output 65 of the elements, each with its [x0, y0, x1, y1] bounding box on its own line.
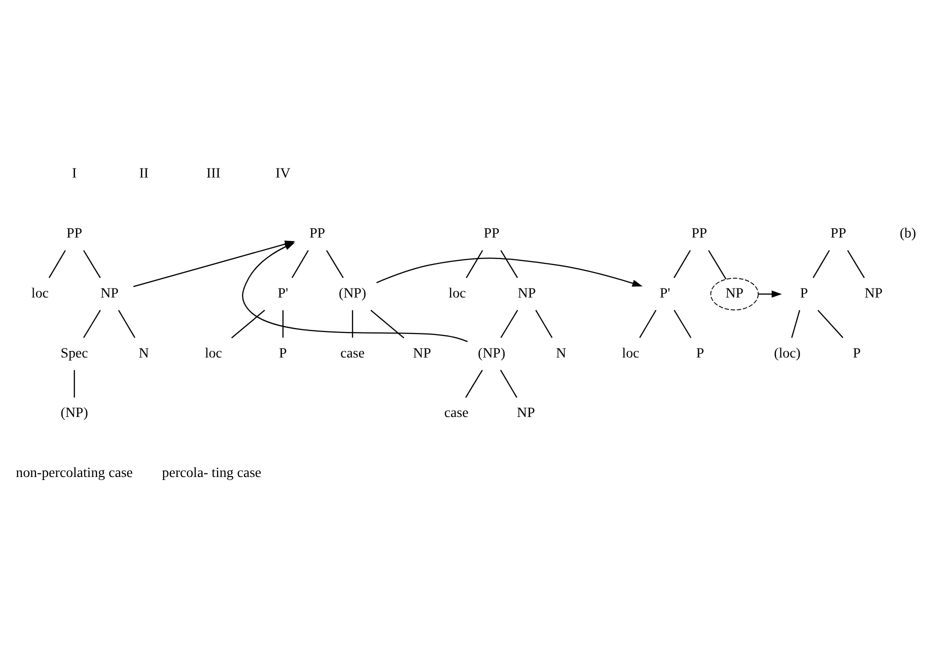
node-text: NP [518, 285, 536, 302]
connector [791, 310, 800, 338]
connector [465, 370, 483, 398]
node-text: loc [204, 345, 222, 362]
node-text: NP [864, 285, 883, 302]
arrow [242, 242, 468, 342]
label: percola- ting case [162, 464, 262, 481]
node-text: (NP) [338, 285, 366, 302]
connector [500, 310, 518, 338]
connector [74, 370, 75, 398]
connector [812, 250, 830, 278]
connector [118, 310, 136, 338]
connector [370, 310, 404, 338]
node-text: PP [484, 226, 500, 242]
node-text: N [556, 345, 566, 362]
node-text: N [138, 345, 149, 362]
label: I [72, 166, 77, 182]
node-text: PP [830, 226, 846, 242]
node-text: loc [448, 285, 466, 302]
label: non-percolating case [16, 464, 133, 481]
node-text: NP [516, 405, 535, 422]
node-text: NP [100, 285, 119, 302]
node-text: P' [660, 285, 670, 302]
connector [535, 310, 553, 338]
node-text: Spec [60, 345, 88, 362]
connector [352, 310, 354, 338]
arrow [376, 258, 643, 287]
node-text: P' [278, 285, 288, 302]
node-text: NP [413, 345, 432, 362]
node-text: loc [622, 345, 640, 362]
node-text: PP [309, 226, 326, 242]
node-text: (NP) [478, 345, 506, 362]
node-text: P [800, 285, 808, 302]
connector [674, 310, 692, 338]
connector [326, 250, 344, 278]
node-text: loc [31, 285, 49, 302]
connector [500, 370, 518, 398]
connector [282, 310, 284, 338]
connector [818, 310, 844, 338]
node-text: P [279, 345, 287, 362]
node-text: PP [66, 226, 82, 242]
node-ellipse: NP [710, 278, 759, 310]
label: II [139, 166, 149, 182]
connector [292, 250, 309, 278]
connector [674, 250, 691, 278]
connector [847, 250, 865, 278]
connector [708, 250, 726, 280]
node-text: P [696, 345, 704, 362]
node-text: case [444, 405, 468, 422]
connector [466, 250, 484, 278]
connector [639, 310, 656, 338]
connector [231, 310, 266, 338]
label: (b) [900, 226, 916, 242]
label: III [206, 166, 220, 182]
node-text: PP [691, 226, 708, 242]
connector [500, 250, 518, 278]
connector [83, 310, 101, 338]
label: IV [276, 166, 290, 182]
node-text: case [340, 345, 365, 362]
connector [83, 250, 101, 278]
node-text: (NP) [60, 405, 88, 422]
node-text: P [852, 345, 861, 362]
node-text: (loc) [774, 345, 801, 362]
connector [48, 250, 66, 278]
arrow [758, 290, 782, 298]
